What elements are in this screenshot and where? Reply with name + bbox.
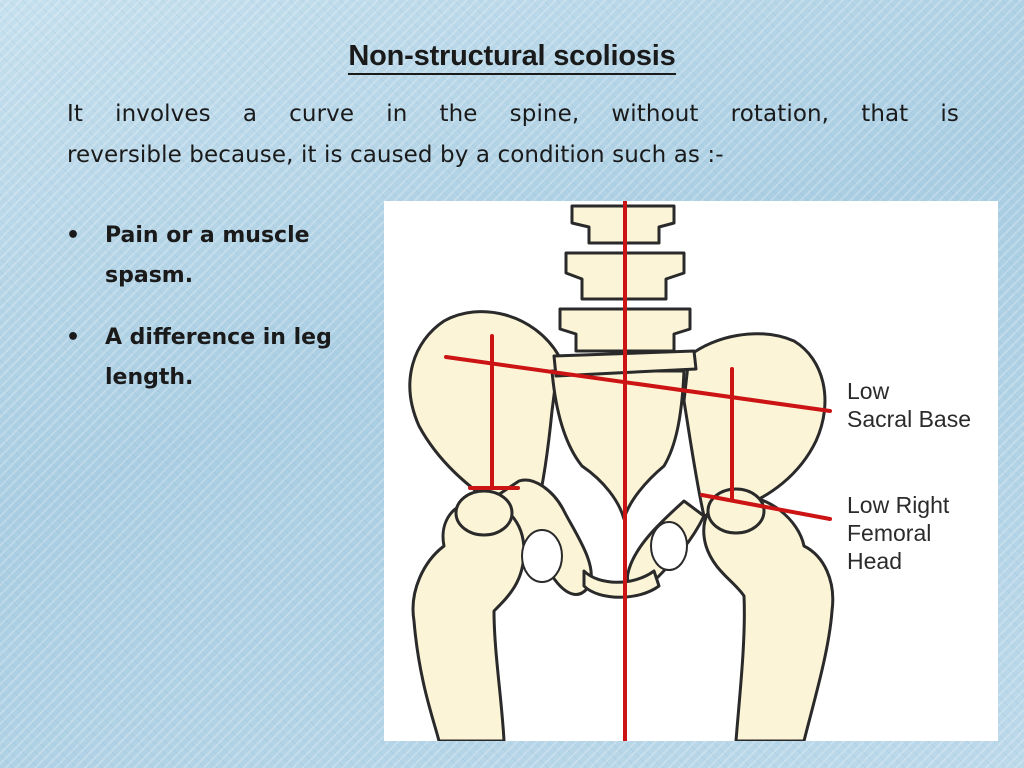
pelvis-figure: Low Sacral Base Low Right Femoral Head [384, 201, 998, 741]
left-femoral-head [454, 489, 514, 537]
left-femur [411, 499, 526, 741]
right-obturator-foramen [650, 521, 688, 571]
right-ilium [682, 332, 827, 518]
right-femur [702, 494, 835, 741]
label-line: Low Right [847, 492, 950, 518]
sacrum [550, 369, 686, 521]
bullet-item-leg-length: • A difference in leg length. [66, 318, 366, 398]
left-obturator-foramen [521, 529, 563, 583]
label-line: Head [847, 548, 902, 574]
bullet-text-line: spasm. [105, 263, 194, 288]
pubic-arch [582, 569, 661, 599]
slide-title: Non-structural scoliosis [0, 40, 1024, 75]
intro-line-2: reversible because, it is caused by a co… [67, 142, 724, 168]
label-line: Low [847, 378, 890, 404]
label-line: Femoral [847, 520, 932, 546]
bullet-text-line: A difference in leg [105, 325, 332, 350]
bullet-dot-icon: • [66, 325, 81, 350]
bullet-text-line: Pain or a muscle [105, 223, 310, 248]
right-femoral-head [706, 487, 766, 535]
sacral-base-line [444, 355, 832, 413]
low-right-femoral-head-label: Low Right Femoral Head [847, 491, 949, 575]
bullet-dot-icon: • [66, 223, 81, 248]
bullet-item-pain: • Pain or a muscle spasm. [66, 216, 366, 296]
intro-paragraph: It involves a curve in the spine, withou… [67, 94, 959, 176]
slide-title-text: Non-structural scoliosis [348, 40, 676, 75]
femoral-head-line [700, 493, 832, 521]
low-sacral-base-label: Low Sacral Base [847, 377, 971, 433]
label-line: Sacral Base [847, 406, 972, 432]
bullet-list: • Pain or a muscle spasm. • A difference… [66, 216, 366, 420]
pelvis-illustration [408, 201, 835, 741]
bullet-text-line: length. [105, 365, 194, 390]
intro-line-1: It involves a curve in the spine, withou… [67, 101, 959, 127]
